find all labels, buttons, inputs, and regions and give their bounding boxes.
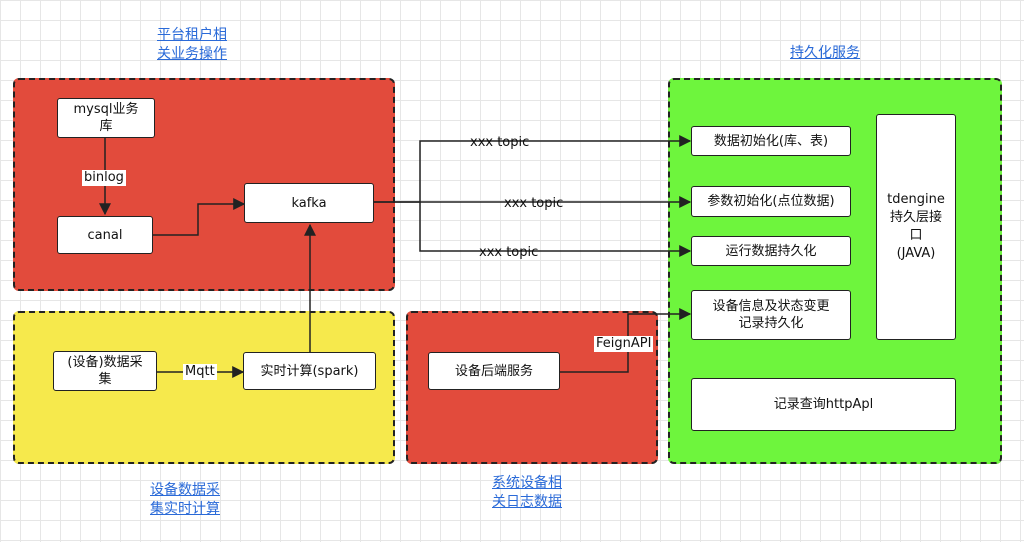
init-params-node-label: 参数初始化(点位数据) xyxy=(707,194,835,209)
collector-node-label: (设备)数据采 集 xyxy=(67,355,143,387)
device-collect-region-label: 设备数据采 集实时计算 xyxy=(150,482,220,517)
device-status-node: 设备信息及状态变更 记录持久化 xyxy=(691,290,851,340)
binlog-edge-label: binlog xyxy=(82,170,126,186)
collector-node: (设备)数据采 集 xyxy=(53,351,157,391)
run-data-node: 运行数据持久化 xyxy=(691,236,851,266)
edge-kafka-init-db xyxy=(374,135,692,203)
topic-label-run-data: xxx topic xyxy=(479,245,539,260)
query-api-node: 记录查询httpApl xyxy=(691,378,956,431)
mysql-node: mysql业务 库 xyxy=(57,98,155,138)
device-status-node-label: 设备信息及状态变更 记录持久化 xyxy=(712,299,830,331)
system-log-region-label: 系统设备相 关日志数据 xyxy=(492,475,562,510)
edge-kafka-run-data xyxy=(419,202,692,257)
backend-node: 设备后端服务 xyxy=(428,352,560,390)
canal-node-label: canal xyxy=(87,227,123,243)
backend-node-label: 设备后端服务 xyxy=(454,363,533,379)
query-api-node-label: 记录查询httpApl xyxy=(773,397,874,412)
topic-label-init-db: xxx topic xyxy=(470,135,530,150)
kafka-node-label: kafka xyxy=(291,195,327,211)
mqtt-edge-label: Mqtt xyxy=(183,364,217,380)
init-params-node: 参数初始化(点位数据) xyxy=(691,186,851,217)
edge-canal-kafka xyxy=(153,198,246,236)
init-db-node-label: 数据初始化(库、表) xyxy=(713,133,829,149)
run-data-node-label: 运行数据持久化 xyxy=(725,243,817,259)
tdengine-node-label: tdengine 持久层接 口 (JAVA) xyxy=(887,192,945,261)
spark-node: 实时计算(spark) xyxy=(243,352,376,390)
mysql-node-label: mysql业务 库 xyxy=(73,102,139,134)
kafka-node: kafka xyxy=(244,183,374,223)
persistence-region-label: 持久化服务 xyxy=(790,45,860,61)
platform-region-label: 平台租户相 关业务操作 xyxy=(157,27,227,62)
tdengine-node: tdengine 持久层接 口 (JAVA) xyxy=(876,114,956,340)
spark-node-label: 实时计算(spark) xyxy=(260,363,359,379)
feign-api-edge-label: FeignAPI xyxy=(594,336,654,352)
topic-label-init-params: xxx topic xyxy=(504,196,564,211)
init-db-node: 数据初始化(库、表) xyxy=(691,126,851,156)
canal-node: canal xyxy=(57,216,153,254)
